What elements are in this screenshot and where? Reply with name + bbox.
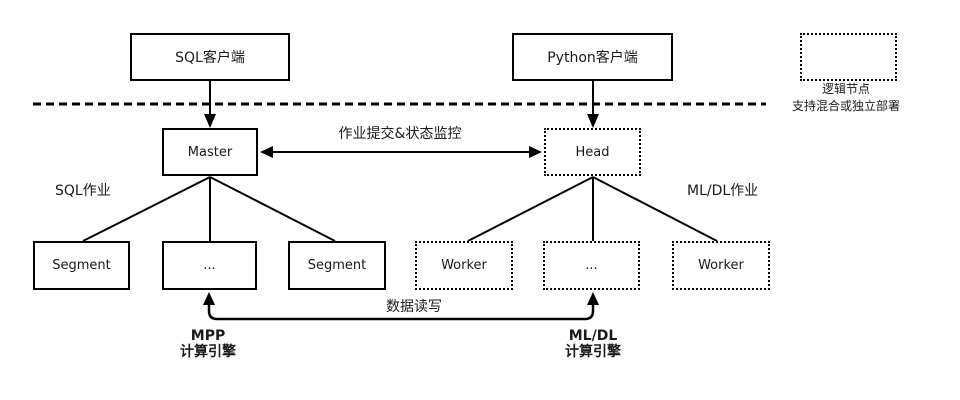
legend-caption-line2: 支持混合或独立部署 [791, 98, 901, 113]
caption-mldl-engine: ML/DL 计算引擎 [565, 328, 621, 360]
node-worker-1: Worker [415, 241, 513, 290]
legend-node-box [800, 33, 897, 81]
arrowhead-into-master [204, 114, 216, 128]
node-master: Master [162, 128, 258, 176]
caption-mldl-engine-line1: ML/DL [568, 328, 618, 344]
edge-data-read-write [207, 303, 595, 321]
node-worker-1-label: Worker [441, 258, 487, 273]
legend-caption: 逻辑节点 支持混合或独立部署 [792, 81, 900, 115]
node-segment-2: Segment [288, 241, 386, 290]
node-segment-2-label: Segment [307, 258, 367, 273]
edge-head-worker1 [467, 176, 594, 242]
node-sql-client: SQL客户端 [130, 33, 290, 81]
arrowhead-into-mpp-ellipsis [203, 292, 215, 305]
node-mldl-ellipsis-label: ... [585, 258, 598, 273]
node-mldl-ellipsis: ... [543, 241, 640, 290]
node-python-client-label: Python客户端 [547, 50, 638, 66]
node-worker-2: Worker [672, 241, 770, 290]
node-worker-2-label: Worker [698, 258, 744, 273]
node-mpp-ellipsis-label: ... [203, 258, 216, 273]
node-mpp-ellipsis: ... [162, 241, 257, 290]
edge-head-worker2 [592, 176, 718, 242]
edge-master-segment1 [82, 176, 211, 242]
edge-label-mldl-jobs: ML/DL作业 [687, 183, 759, 199]
edge-label-data-read-write: 数据读写 [386, 299, 442, 315]
node-segment-1-label: Segment [52, 258, 111, 273]
node-sql-client-label: SQL客户端 [175, 50, 245, 66]
arrowhead-into-mldl-ellipsis [587, 292, 599, 305]
edge-master-segment2 [209, 176, 336, 242]
legend-caption-line1: 逻辑节点 [821, 82, 871, 96]
caption-mpp-engine-line1: MPP [190, 328, 226, 344]
arrowhead-into-head [587, 114, 599, 128]
caption-mpp-engine: MPP 计算引擎 [180, 328, 236, 360]
edge-label-job-submit-monitor: 作业提交&状态监控 [338, 126, 462, 142]
edge-label-sql-jobs: SQL作业 [55, 183, 111, 199]
node-segment-1: Segment [33, 241, 130, 290]
arrowhead-to-master [260, 146, 273, 158]
arrowhead-to-head [529, 146, 542, 158]
node-head: Head [544, 128, 641, 176]
caption-mpp-engine-line2: 计算引擎 [180, 344, 236, 361]
node-python-client: Python客户端 [512, 33, 673, 81]
node-master-label: Master [187, 144, 233, 160]
caption-mldl-engine-line2: 计算引擎 [565, 344, 621, 361]
node-head-label: Head [575, 144, 610, 160]
